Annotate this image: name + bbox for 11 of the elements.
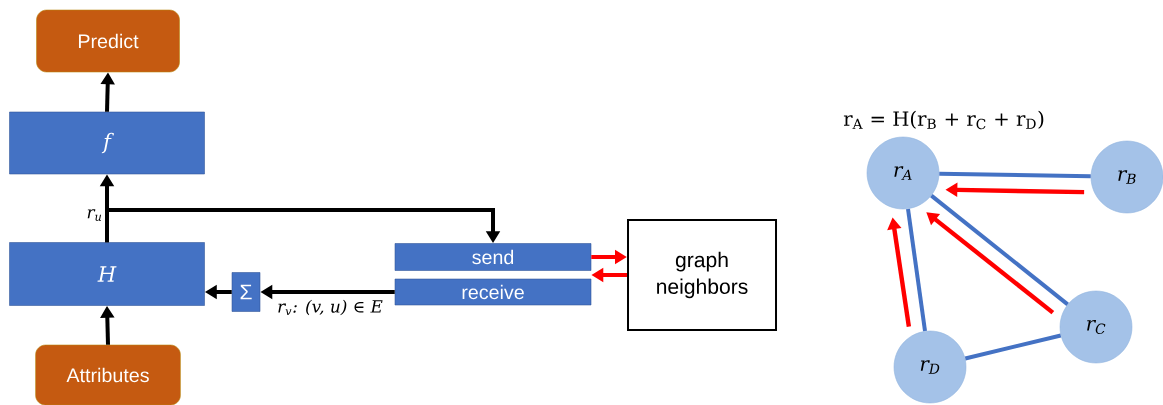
function-box: f xyxy=(9,111,205,175)
rounded-box: Predict xyxy=(36,9,180,73)
rounded-box: Attributes xyxy=(35,344,181,405)
edge-label: r$_{v}$: (v, u) ∈ E xyxy=(278,299,383,316)
edge-label: r$_{u}$ xyxy=(87,209,101,221)
function-box: H xyxy=(9,242,205,306)
message-bar: send xyxy=(394,243,592,271)
graph-neighbors-box: graph neighbors xyxy=(627,219,777,331)
sum-box: Σ xyxy=(231,272,261,312)
formula-text: r$_{A}$ = H(r$_{B}$ + r$_{C}$ + r$_{D}$) xyxy=(843,110,1044,130)
message-bar: receive xyxy=(394,278,592,306)
